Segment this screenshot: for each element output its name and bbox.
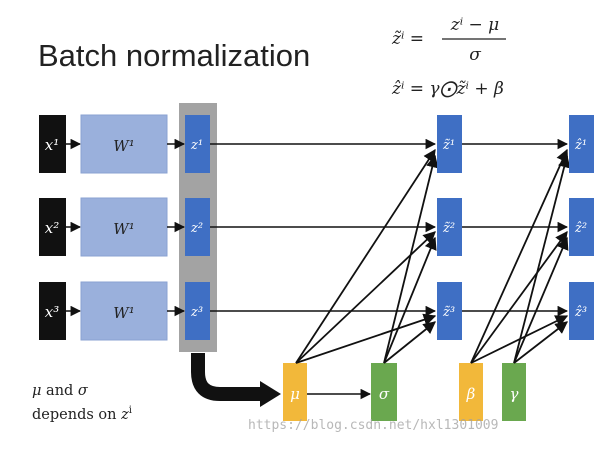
note-line-2: depends on zi	[32, 401, 132, 425]
input-x1-box	[39, 115, 66, 173]
zhat1-label: ẑ¹	[574, 138, 587, 153]
z3-box	[185, 282, 210, 340]
ztilde1-label: z̃¹	[442, 138, 455, 153]
batch-to-mu-arrow	[191, 353, 262, 401]
beta-box	[459, 363, 483, 421]
edge-gamma-zhat2	[513, 236, 569, 364]
z1-box	[185, 115, 210, 173]
edge-mu-ztilde1	[295, 148, 436, 364]
input-x1-label: x¹	[45, 136, 59, 154]
mu-box	[283, 363, 307, 421]
input-x3-box	[39, 282, 66, 340]
edge-beta-zhat3	[470, 315, 569, 364]
mu-label: μ	[290, 385, 300, 403]
equation-1-denominator: σ	[469, 45, 481, 65]
equation-1-numerator: zⁱ − μ	[450, 15, 499, 35]
input-x3-label: x³	[45, 303, 59, 321]
ztilde3-label: z̃³	[442, 305, 455, 320]
weight-w2-label: W¹	[113, 220, 134, 238]
zhat2-label: ẑ²	[574, 221, 587, 236]
weight-w1-label: W¹	[113, 137, 134, 155]
weight-w3-box	[80, 281, 168, 341]
input-x2-label: x²	[45, 219, 59, 237]
gamma-box	[502, 363, 526, 421]
ztilde3-box	[437, 282, 462, 340]
note-z: z	[121, 406, 129, 423]
batch-to-mu-arrowhead	[260, 381, 281, 407]
zhat1-box	[569, 115, 594, 173]
input-row-1: x¹	[39, 115, 66, 173]
note-and: and	[41, 383, 78, 399]
input-x2-box	[39, 198, 66, 256]
edge-beta-zhat1	[470, 148, 569, 364]
sigma-box	[371, 363, 397, 421]
sigma-label: σ	[379, 385, 390, 403]
edge-sigma-ztilde1	[383, 154, 439, 364]
ztilde2-box	[437, 198, 462, 256]
edge-sigma-ztilde2	[383, 236, 437, 364]
weight-w3-label: W¹	[113, 304, 134, 322]
note-mu: μ	[32, 383, 42, 399]
edge-gamma-zhat3	[513, 321, 568, 364]
equation-2: ẑⁱ = γ⨀z̃ⁱ + β	[391, 79, 504, 99]
zhat2-box	[569, 198, 594, 256]
edge-mu-ztilde3	[295, 313, 437, 364]
slide-title: Batch normalization	[38, 38, 311, 73]
edge-beta-zhat2	[470, 230, 568, 364]
equation-1-lhs: z̃ⁱ =	[391, 29, 424, 49]
note-sigma: σ	[77, 383, 88, 399]
note-line-1: μ and σ	[32, 382, 132, 401]
weight-w2-box	[80, 197, 168, 257]
weight-w1-box	[80, 114, 168, 174]
edge-gamma-zhat1	[513, 154, 571, 364]
z1-label: z¹	[190, 138, 203, 153]
ztilde2-label: z̃²	[442, 221, 455, 236]
edge-mu-ztilde2	[295, 231, 436, 364]
input-row-3: x³	[39, 282, 66, 340]
ztilde1-box	[437, 115, 462, 173]
edge-sigma-ztilde3	[383, 321, 436, 364]
z2-label: z²	[190, 221, 203, 236]
note-depends-on: depends on	[32, 406, 122, 423]
gamma-label: γ	[510, 385, 519, 403]
dependency-note: μ and σ depends on zi	[32, 382, 132, 425]
input-row-2: x²	[39, 198, 66, 256]
zhat3-label: ẑ³	[574, 305, 587, 320]
note-z-sup: i	[128, 405, 132, 416]
watermark-url: https://blog.csdn.net/hxl1301009	[248, 418, 499, 433]
zhat3-box	[569, 282, 594, 340]
beta-label: β	[466, 385, 476, 403]
z3-label: z³	[190, 305, 203, 320]
z2-box	[185, 198, 210, 256]
